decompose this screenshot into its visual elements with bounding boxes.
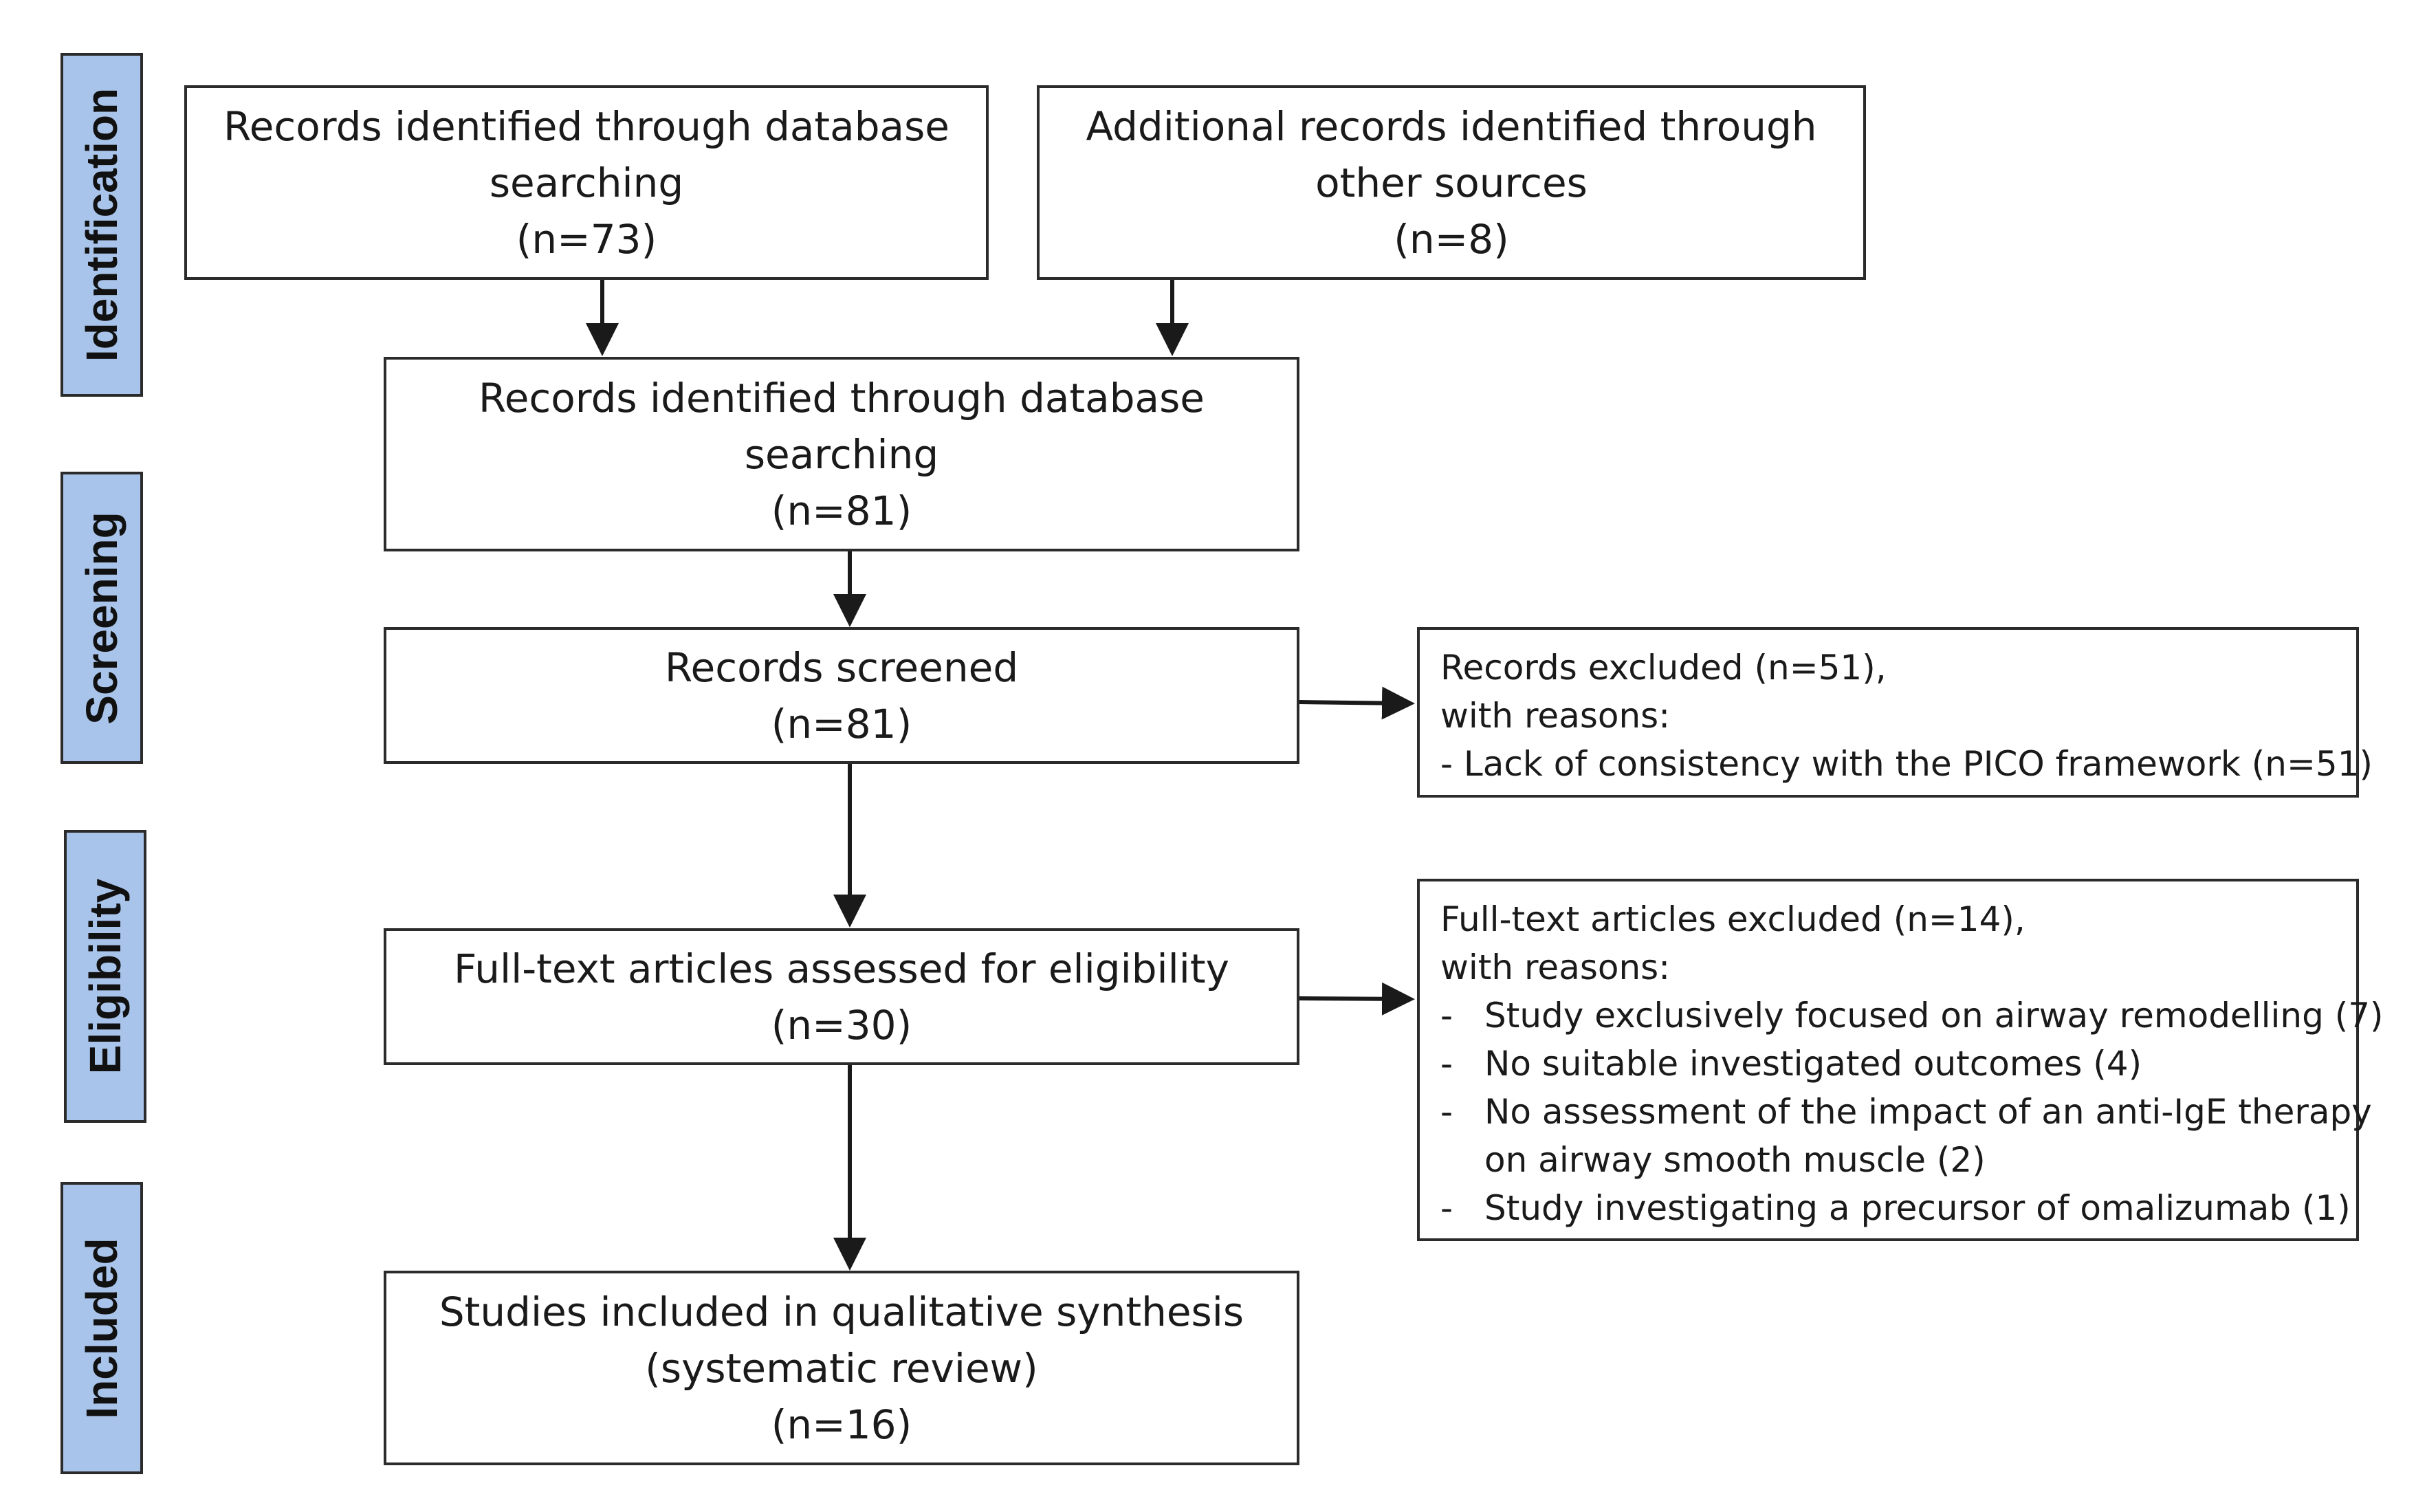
box-full-text-assessed-count: (n=30) [771,1001,912,1049]
box-fulltext-excluded: Full-text articles excluded (n=14), with… [1417,879,2384,1241]
records-excluded-subtitle: with reasons: [1440,696,1671,736]
box-studies-included-line-1: Studies included in qualitative synthesi… [439,1288,1244,1335]
box-combined-records-line-1: Records identified through database [479,374,1205,421]
fulltext-excluded-reason: Study exclusively focused on airway remo… [1440,991,2384,1040]
fulltext-excluded-subtitle: with reasons: [1440,947,1671,987]
records-excluded-reason: - Lack of consistency with the PICO fram… [1440,744,2373,784]
box-other-sources-line-1: Additional records identified through [1086,102,1817,150]
fulltext-excluded-reason: No suitable investigated outcomes (4) [1440,1040,2336,1088]
box-database-search: Records identified through database sear… [184,85,989,280]
box-records-screened-count: (n=81) [771,700,912,747]
stage-screening: Screening [61,472,143,764]
box-other-sources-line-2: other sources [1315,159,1588,206]
box-studies-included-count: (n=16) [771,1401,912,1448]
box-combined-records-count: (n=81) [771,487,912,534]
stage-included: Included [61,1182,143,1474]
box-database-search-line-1: Records identified through database [223,102,949,150]
box-studies-included-line-2: (systematic review) [645,1344,1038,1392]
box-full-text-assessed: Full-text articles assessed for eligibil… [384,928,1299,1065]
fulltext-excluded-reasons: Study exclusively focused on airway remo… [1440,991,2384,1232]
box-records-screened: Records screened (n=81) [384,627,1299,764]
box-records-screened-line-1: Records screened [664,644,1019,691]
box-other-sources: Additional records identified through ot… [1037,85,1866,280]
fulltext-excluded-reason-continuation: on airway smooth muscle (2) [1484,1140,1986,1180]
arrow-fulltext-to-excluded [1299,982,1415,1016]
box-studies-included: Studies included in qualitative synthesi… [384,1271,1299,1465]
box-database-search-count: (n=73) [516,215,657,263]
fulltext-excluded-reason: No assessment of the impact of an anti-I… [1440,1088,2372,1136]
stage-identification: Identification [61,53,143,397]
box-other-sources-count: (n=8) [1394,215,1509,263]
box-combined-records-line-2: searching [744,430,939,478]
box-full-text-assessed-line-1: Full-text articles assessed for eligibil… [454,945,1229,992]
fulltext-excluded-reason: Study investigating a precursor of omali… [1440,1184,2351,1232]
records-excluded-title: Records excluded (n=51), [1440,648,1887,688]
box-records-excluded: Records excluded (n=51), with reasons: -… [1417,627,2373,798]
fulltext-excluded-title: Full-text articles excluded (n=14), [1440,899,2025,939]
box-database-search-line-2: searching [489,159,684,206]
stage-eligibility: Eligibility [64,830,146,1123]
box-combined-records: Records identified through database sear… [384,357,1299,551]
arrow-screened-to-excluded [1299,686,1415,720]
